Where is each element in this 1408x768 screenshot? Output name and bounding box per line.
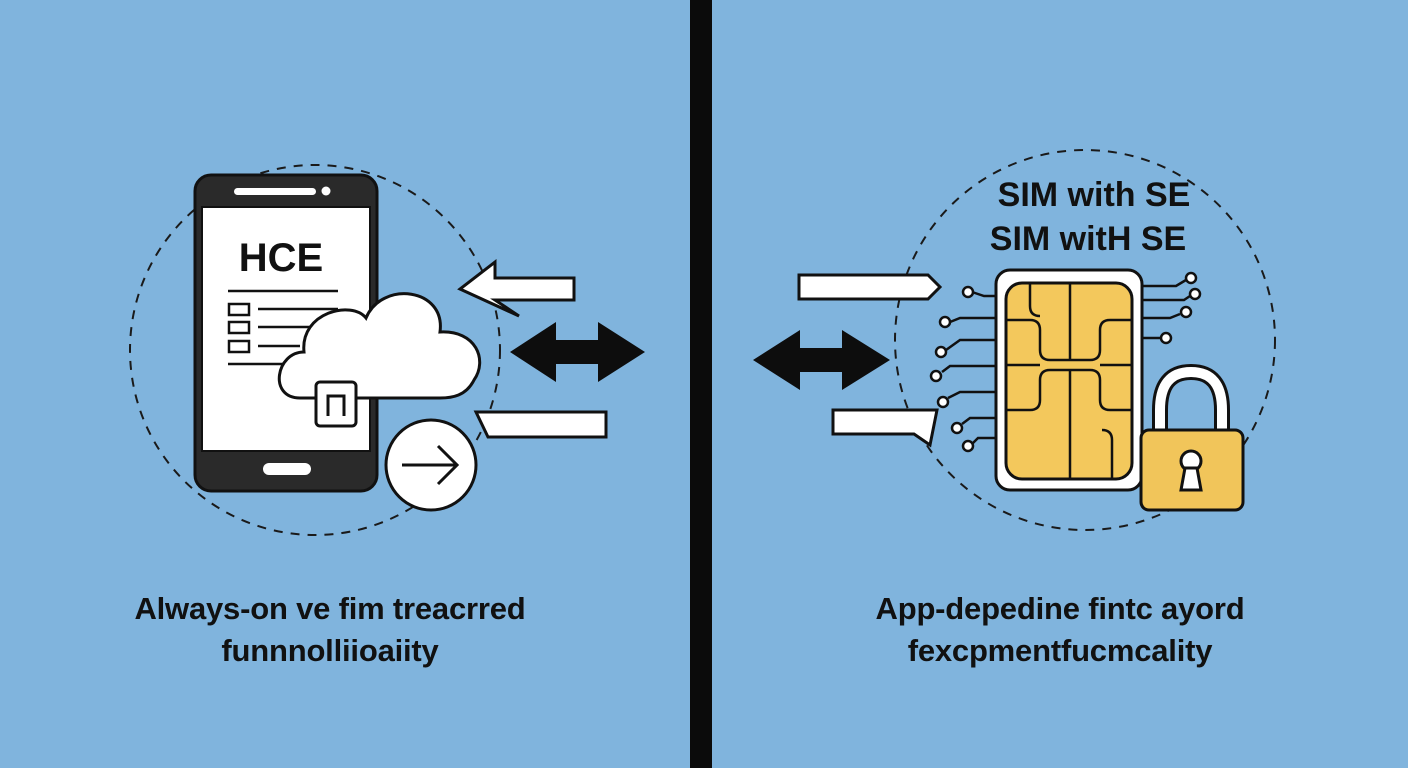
outgoing-speech-bar-icon	[831, 408, 939, 448]
incoming-arrow-icon	[457, 258, 576, 318]
bidirectional-arrow-right-icon	[753, 330, 890, 390]
sim-se-caption-line2: fexcpmentfucmcality	[907, 633, 1213, 668]
hce-label: HCE	[239, 236, 323, 280]
right-dashed-orbit	[894, 149, 1276, 531]
outgoing-bar-icon	[473, 410, 608, 439]
hce-caption-line2: funnnolliioaiity	[221, 633, 439, 668]
cloud-icon	[277, 292, 482, 400]
hce-caption: Always-on ve fim treacrred funnnolliioai…	[60, 588, 600, 672]
sim-se-title-line1: SIM with SE	[998, 176, 1191, 214]
token-icon	[314, 380, 358, 428]
incoming-bar-icon	[797, 273, 943, 301]
hce-caption-line1: Always-on ve fim treacrred	[134, 591, 526, 626]
left-dashed-orbit	[129, 164, 501, 536]
circuit-traces-left	[929, 285, 998, 453]
center-divider	[690, 0, 712, 768]
lock-icon	[1139, 363, 1245, 512]
circuit-traces-right	[1140, 271, 1202, 345]
arrow-right-circle-icon	[384, 418, 478, 512]
sim-se-title-line2: SIM witH SE	[990, 220, 1186, 258]
bidirectional-arrow-left-icon	[510, 322, 645, 382]
sim-chip-icon	[994, 268, 1144, 492]
sim-se-caption: App-depedine fintc ayord fexcpmentfucmca…	[790, 588, 1330, 672]
sim-se-caption-line1: App-depedine fintc ayord	[875, 591, 1245, 626]
